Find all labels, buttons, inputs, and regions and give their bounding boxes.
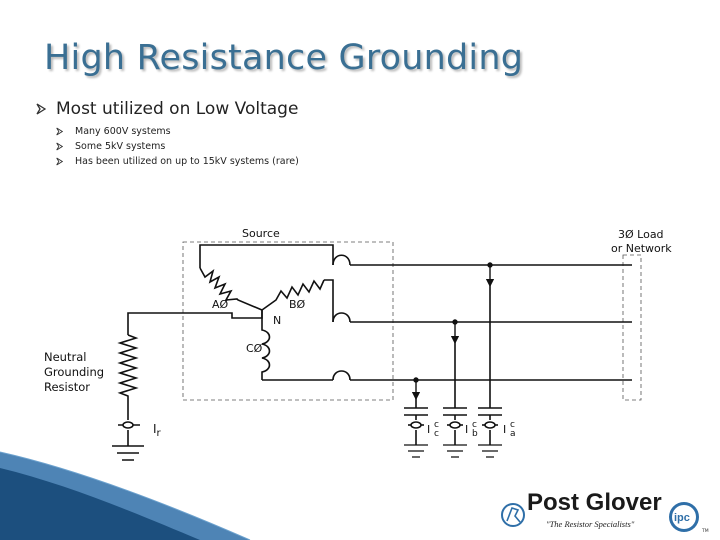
phase-b-winding bbox=[261, 279, 325, 311]
arrow-bullet-icon bbox=[56, 142, 63, 151]
ir-label: Ir bbox=[153, 422, 162, 439]
source-box bbox=[182, 241, 394, 401]
source-label: Source bbox=[242, 227, 280, 240]
slide-title: High Resistance Grounding bbox=[44, 38, 524, 78]
main-bullet-text: Most utilized on Low Voltage bbox=[56, 99, 299, 119]
sub-bullet: Many 600V systems bbox=[56, 124, 299, 139]
load-label-line2: or Network bbox=[611, 242, 672, 255]
phase-a-label: AØ bbox=[212, 298, 229, 311]
sub-bullet: Some 5kV systems bbox=[56, 139, 299, 154]
main-bullet: Most utilized on Low Voltage bbox=[36, 99, 298, 119]
breaker-c bbox=[332, 370, 351, 381]
capacitor-current-indicators bbox=[408, 421, 498, 429]
sub-bullet-text: Many 600V systems bbox=[75, 126, 171, 137]
load-box bbox=[622, 254, 642, 401]
phase-a-wire bbox=[199, 244, 334, 268]
junction-dot bbox=[413, 377, 419, 383]
neutral-label: N bbox=[273, 314, 281, 327]
decorative-swoosh bbox=[0, 451, 251, 540]
breaker-b bbox=[332, 312, 351, 323]
pg-emblem-icon bbox=[501, 503, 525, 527]
grounding-resistor bbox=[117, 334, 139, 420]
phase-c-label: CØ bbox=[246, 342, 263, 355]
post-glover-logo: Post Glover "The Resistor Specialists" i… bbox=[501, 489, 709, 534]
logo-tagline: "The Resistor Specialists" bbox=[546, 519, 635, 529]
ground-symbol-cap-b bbox=[443, 444, 467, 458]
ground-symbol-resistor bbox=[112, 445, 144, 461]
breaker-a bbox=[332, 254, 351, 266]
arrow-bullet-icon bbox=[56, 157, 63, 166]
arrow-bullet-icon bbox=[36, 103, 46, 115]
ir-current-indicator bbox=[118, 421, 140, 429]
arrow-bullet-icon bbox=[56, 127, 63, 136]
sub-bullet-text: Some 5kV systems bbox=[75, 141, 166, 152]
junction-dot bbox=[452, 319, 458, 325]
ground-symbol-cap-a bbox=[478, 444, 502, 458]
logo-tm: TM bbox=[701, 528, 709, 534]
junction-dot bbox=[487, 262, 493, 268]
ground-symbol-cap-c bbox=[404, 444, 428, 458]
phase-a-winding bbox=[199, 267, 263, 311]
neutral-wire bbox=[127, 310, 263, 335]
resistor-label-line3: Resistor bbox=[44, 380, 90, 394]
resistor-label-line1: Neutral bbox=[44, 350, 86, 364]
logo-brand: Post Glover bbox=[527, 489, 662, 516]
capacitor-b bbox=[443, 340, 467, 445]
capacitor-c bbox=[404, 396, 428, 445]
resistor-label-line2: Grounding bbox=[44, 365, 104, 379]
load-label-line1: 3Ø Load bbox=[618, 228, 664, 241]
sub-bullet-list: Many 600V systems Some 5kV systems Has b… bbox=[56, 124, 299, 169]
sub-bullet-text: Has been utilized on up to 15kV systems … bbox=[75, 156, 299, 167]
phase-c-winding bbox=[261, 310, 271, 380]
capacitor-a bbox=[478, 283, 502, 445]
sub-bullet: Has been utilized on up to 15kV systems … bbox=[56, 154, 299, 169]
phase-b-label: BØ bbox=[289, 298, 306, 311]
phase-b-wire bbox=[324, 279, 334, 322]
ipc-badge-text: ipc bbox=[674, 512, 690, 524]
